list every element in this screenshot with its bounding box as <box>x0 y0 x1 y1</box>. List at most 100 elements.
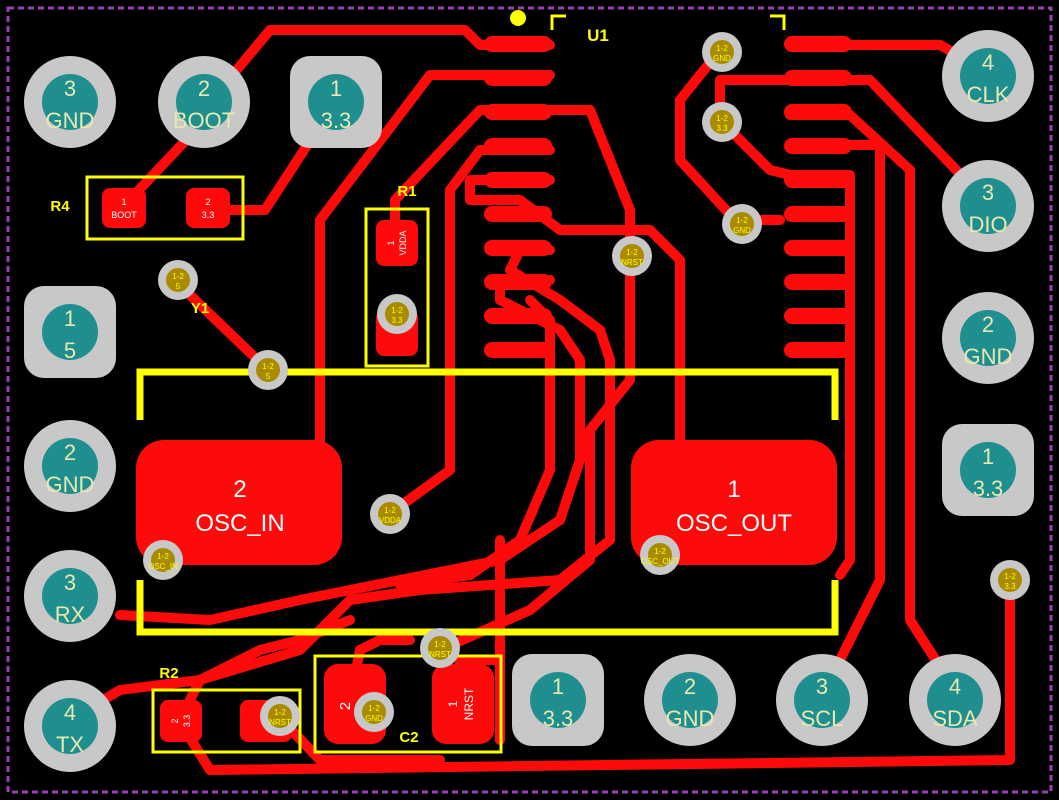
bottom-header-pins: 1 3.3 2 GND 3 SCL 4 SDA <box>512 654 1001 746</box>
r4-silk <box>85 175 245 241</box>
via-hole <box>362 700 386 724</box>
u1-pin <box>484 274 552 290</box>
pin-boot: 2 BOOT <box>158 56 250 148</box>
pin-number: 3 <box>64 76 76 101</box>
trace-33-bottom <box>180 580 1015 775</box>
via-hole <box>166 268 190 292</box>
u1-pin <box>784 138 852 154</box>
y1-label: Y1 <box>191 300 209 317</box>
pin-drill <box>662 672 718 728</box>
via-hole <box>620 244 644 268</box>
via-net: 5 <box>266 372 271 381</box>
pin-net: GND <box>46 472 95 497</box>
via-layers: 1-2 <box>368 704 380 713</box>
via-net: OSC_IN <box>148 562 178 571</box>
board-outline <box>6 6 1053 794</box>
pin-33-bottom: 1 3.3 <box>512 654 604 746</box>
via-hole <box>730 212 754 236</box>
pin-33-top: 1 3.3 <box>290 56 382 148</box>
trace-r2-right <box>275 713 445 765</box>
via-net: OSC_OUT <box>641 557 680 566</box>
r2-pad-2-net: 3.3 <box>182 715 192 728</box>
via-net: 3.3 <box>391 316 403 325</box>
via: 1-25 <box>248 350 288 390</box>
u1-left-pins <box>484 36 552 358</box>
pin-net: 3.3 <box>321 108 352 133</box>
pin-tx: 4 TX <box>24 680 116 772</box>
via-layers: 1-2 <box>172 272 184 281</box>
c2-label: C2 <box>399 729 418 746</box>
crystal-pad-osc-out <box>631 440 837 565</box>
u1-pin <box>784 70 852 86</box>
pin-number: 1 <box>982 444 994 469</box>
pin-number: 3 <box>982 180 994 205</box>
u1-pin <box>784 206 852 222</box>
pin-number: 2 <box>684 674 696 699</box>
r2-pad-2 <box>160 700 202 742</box>
pin-net: 3.3 <box>543 706 574 731</box>
via-net: 5 <box>176 282 181 291</box>
via: 1-23.3 <box>377 294 417 334</box>
u1-ic: U1 <box>484 10 852 358</box>
pin-scl: 3 SCL <box>776 654 868 746</box>
r1-label: R1 <box>397 183 416 200</box>
pin-drill <box>530 672 586 728</box>
pin-net: 5 <box>64 338 76 363</box>
via-net: NRST <box>269 718 291 727</box>
crystal-pad-osc-in-net: OSC_IN <box>195 510 284 537</box>
u1-pin <box>484 172 552 188</box>
pin-drill <box>308 74 364 130</box>
via-layers: 1-2 <box>654 547 666 556</box>
pin-net: DIO <box>968 212 1007 237</box>
pin-gnd-top-left: 3 GND <box>24 56 116 148</box>
pin-number: 3 <box>64 570 76 595</box>
via-net: VDDA <box>379 516 402 525</box>
u1-pin <box>784 172 852 188</box>
via-hole <box>710 40 734 64</box>
pin-33-right: 1 3.3 <box>942 424 1034 516</box>
pin-drill <box>960 48 1016 104</box>
pin-number: 4 <box>949 674 961 699</box>
via-hole <box>256 358 280 382</box>
pin-number: 2 <box>64 440 76 465</box>
y1-silk-bottom <box>136 580 839 636</box>
r4-label: R4 <box>50 198 70 215</box>
c2-silk <box>313 654 503 754</box>
r1-pad-1-text: 1 VDDA <box>386 230 408 255</box>
r1-silk <box>364 207 430 368</box>
r2-pad-2-text: 2 3.3 <box>170 715 192 728</box>
pin-net: GND <box>666 706 715 731</box>
c2-pad-1-net: NRST <box>462 687 476 720</box>
trace-33-right <box>715 115 795 180</box>
crystal-pad-osc-out-num: 1 <box>727 476 740 503</box>
via-layers: 1-2 <box>262 362 274 371</box>
pin-5v: 1 5 <box>24 286 116 378</box>
crystal-pad-osc-in-num: 2 <box>233 476 246 503</box>
pin-number: 2 <box>198 76 210 101</box>
via-layers: 1-2 <box>434 640 446 649</box>
pin-rx: 3 RX <box>24 550 116 642</box>
c2-pad-1-num: 1 <box>446 700 460 707</box>
pin-number: 1 <box>552 674 564 699</box>
pin-drill <box>42 304 98 360</box>
via-hole <box>710 110 734 134</box>
via-hole <box>385 302 409 326</box>
pin-gnd-right: 2 GND <box>942 292 1034 384</box>
pin-dio: 3 DIO <box>942 160 1034 252</box>
via: 1-23.3 <box>702 102 742 142</box>
r2-silk <box>151 688 302 754</box>
via-layers: 1-2 <box>1004 572 1016 581</box>
r2-pad-2-num: 2 <box>170 718 180 723</box>
u1-silk-corner-right <box>770 14 786 30</box>
via-layers: 1-2 <box>626 248 638 257</box>
pin-number: 4 <box>64 700 76 725</box>
via-net: GND <box>365 714 383 723</box>
u1-pin <box>484 70 552 86</box>
pin-net: 3.3 <box>973 476 1004 501</box>
